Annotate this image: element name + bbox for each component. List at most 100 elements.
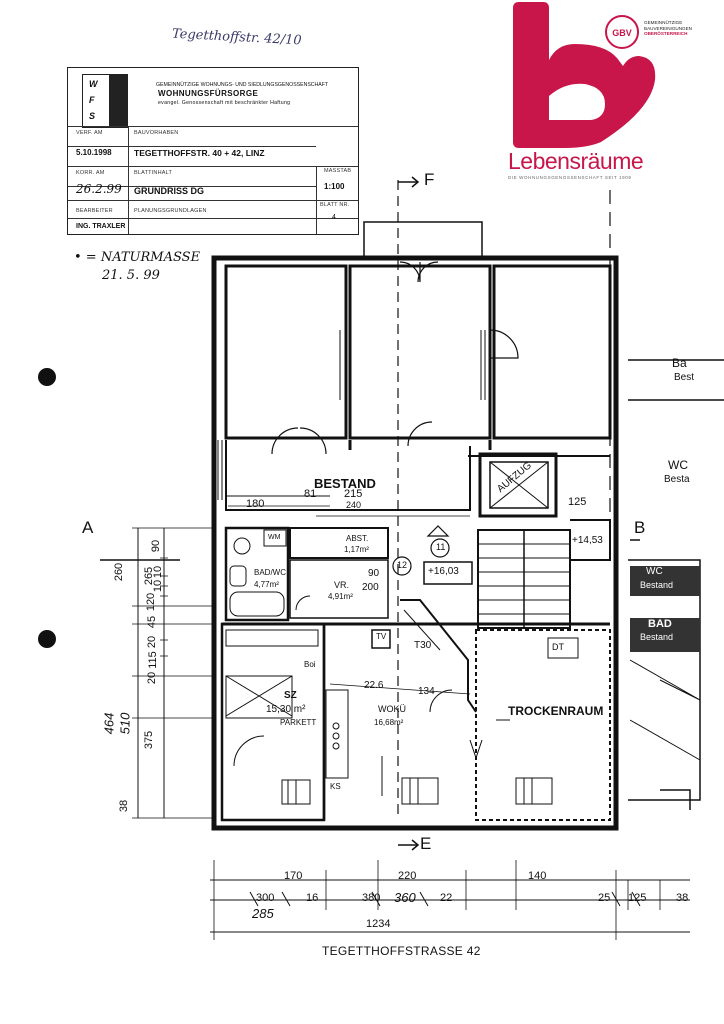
neighbour-bad: BAD (648, 618, 672, 630)
room-woku: WOKÜ (378, 704, 406, 714)
punch-hole-top (38, 368, 56, 386)
gbv-text: GEMEINNÜTZIGE BAUVEREINIGUNGEN OBERÖSTER… (644, 20, 692, 37)
punch-hole-bottom (38, 630, 56, 648)
dim-bottom-285: 285 (252, 906, 274, 921)
legend-natur-masse: • = NATURMASSE (74, 250, 201, 265)
wfs-logo: W F S (82, 74, 128, 128)
blatt-nr-label: BLATT NR. (320, 202, 350, 208)
dim-bottom-22: 22 (440, 892, 453, 904)
section-a-label: A (82, 518, 94, 537)
dim-bottom-220: 220 (398, 870, 417, 882)
label-tv: TV (376, 632, 387, 641)
dim-left-10a: 10 (152, 565, 165, 579)
korr-am-label: KORR. AM (76, 170, 105, 176)
dim-left-90: 90 (150, 539, 163, 553)
blatt-nr-value: 4 (332, 214, 336, 221)
label-wm: WM (268, 534, 281, 541)
label-ks: KS (330, 782, 341, 791)
room-sz: SZ (284, 690, 297, 701)
room-vr-area: 4,91m² (328, 592, 353, 601)
dim-left-45: 45 (146, 615, 159, 629)
lebensraume-logo-mark (513, 2, 656, 148)
room-vr: VR. (334, 580, 350, 590)
neighbour-bestand3: Bestand (640, 632, 674, 642)
dim-bottom-16: 16 (306, 892, 319, 904)
section-b-label: B (634, 518, 646, 537)
bearbeiter-label: BEARBEITER (76, 208, 113, 214)
dim-left-120: 120 (145, 592, 158, 612)
dim-215: 215 (344, 488, 363, 500)
room-bestand: BESTAND (314, 476, 376, 491)
room-sz-floor: PARKETT (280, 718, 317, 727)
dim-134: 134 (418, 686, 435, 697)
brand-tagline: DIE WOHNUNGSGENOSSENSCHAFT SEIT 1909 (508, 175, 632, 180)
room-trockenraum: TROCKENRAUM (508, 704, 604, 718)
section-f-label: F (424, 170, 435, 189)
blattinhalt-label: BLATTINHALT (134, 170, 173, 176)
neighbour-best: Best (674, 372, 695, 383)
title-block: W F S GEMEINNÜTZIGE WOHNUNGS- UND SIEDLU… (67, 67, 359, 235)
dim-left-20a: 20 (146, 635, 159, 649)
blattinhalt-value: GRUNDRISS DG (134, 186, 205, 196)
company-line1: GEMEINNÜTZIGE WOHNUNGS- UND SIEDLUNGSGEN… (156, 82, 329, 88)
bauvorhaben-value: TEGETTHOFFSTR. 40 + 42, LINZ (134, 148, 265, 158)
section-e-label: E (420, 834, 432, 853)
verf-am-label: VERF. AM (76, 130, 103, 136)
dim-bottom-125: 125 (628, 892, 647, 904)
bauvorhaben-label: BAUVORHABEN (134, 130, 179, 136)
dim-total-1234: 1234 (366, 918, 391, 930)
gbv-circle-icon: GBV (605, 15, 639, 49)
dim-bottom-300: 300 (256, 892, 275, 904)
room-abst-area: 1,17m² (344, 545, 369, 554)
dim-180: 180 (246, 498, 265, 510)
dim-81: 81 (304, 488, 317, 500)
room-abst: ABST. (346, 534, 369, 543)
dim-bottom-25: 25 (598, 892, 611, 904)
marker-12: 12 (397, 560, 408, 570)
dim-left-260: 260 (113, 562, 126, 582)
dim-22-6: 22.6 (364, 680, 384, 691)
dim-bottom-380: 380 (362, 892, 381, 904)
dim-left-115: 115 (146, 651, 159, 669)
masstab-label: MASSTAB (324, 168, 352, 174)
label-boi: Boi (304, 660, 316, 669)
dim-left-464: 464 (101, 712, 117, 735)
bearbeiter-value: ING. TRAXLER (76, 223, 126, 230)
dim-bottom-38: 38 (676, 892, 689, 904)
level-1453: +14,53 (572, 535, 603, 546)
legend-date: 21. 5. 99 (102, 268, 160, 283)
dim-left-375: 375 (143, 730, 156, 750)
room-dt: DT (552, 642, 564, 652)
dim-bottom-140: 140 (528, 870, 547, 882)
dim-bottom-360: 360 (394, 890, 416, 905)
neighbour-wc2: WC (646, 566, 663, 577)
room-bad-wc: BAD/WC (254, 568, 286, 577)
room-sz-area: 15,30 m² (266, 704, 306, 715)
room-bad-wc-area: 4,77m² (254, 580, 279, 589)
room-woku-area: 16,68m² (374, 718, 404, 727)
level-1603: +16,03 (428, 566, 459, 577)
dim-bottom-170: 170 (284, 870, 303, 882)
dim-90: 90 (368, 568, 380, 579)
verf-am-value: 5.10.1998 (76, 148, 112, 157)
dim-left-38: 38 (118, 799, 131, 813)
neighbour-besta: Besta (664, 474, 690, 485)
dim-200: 200 (362, 582, 379, 593)
dim-left-10b: 10 (152, 579, 165, 593)
dim-left-510: 510 (117, 712, 133, 735)
company-line3: evangel. Genossenschaft mit beschränkter… (158, 100, 291, 106)
brand-wordmark: Lebensräume (508, 148, 644, 174)
dim-125: 125 (568, 496, 587, 508)
korr-am-value: 26.2.99 (76, 182, 122, 196)
company-name: WOHNUNGSFÜRSORGE (158, 89, 259, 98)
street-label: TEGETTHOFFSTRASSE 42 (322, 944, 481, 958)
planungs-label: PLANUNGSGRUNDLAGEN (134, 208, 207, 214)
masstab-value: 1:100 (324, 182, 345, 191)
neighbour-bestand2: Bestand (640, 580, 674, 590)
label-t30: T30 (414, 640, 432, 651)
svg-text:GBV: GBV (612, 28, 632, 38)
marker-11: 11 (436, 542, 446, 552)
neighbour-wc: WC (668, 458, 688, 472)
dim-left-20b: 20 (146, 671, 159, 685)
